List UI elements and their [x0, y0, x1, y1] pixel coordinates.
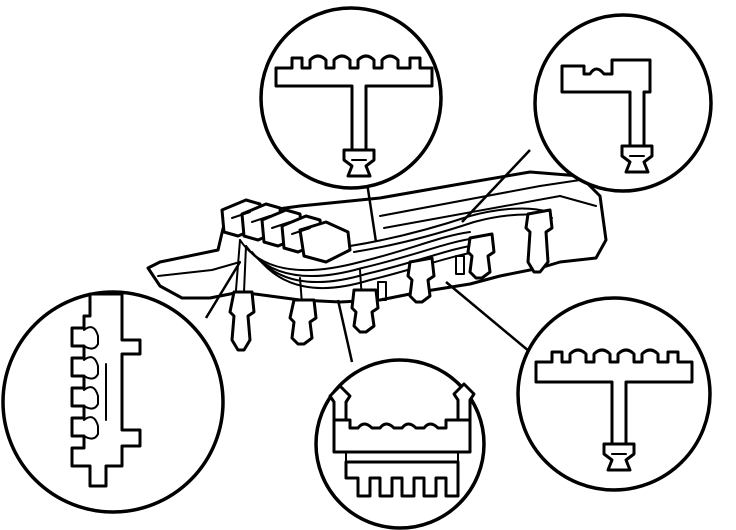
four-slot-clamp-icon	[274, 54, 434, 178]
double-row-clamp-icon	[328, 382, 476, 498]
spark-plug-boots	[228, 208, 554, 352]
single-slot-clamp-icon	[560, 58, 654, 174]
callout-left	[1, 290, 225, 514]
callout-bottom-center	[314, 358, 486, 530]
four-slot-clamp-icon	[534, 348, 694, 472]
vertical-multi-slot-clamp-icon	[70, 292, 142, 488]
callout-bottom-right	[516, 296, 712, 492]
coil-pack-group	[220, 198, 352, 264]
callout-top-center	[259, 6, 443, 190]
engine-assembly	[146, 170, 608, 352]
callout-top-right	[533, 13, 713, 193]
callout-leader-lines	[204, 149, 531, 363]
